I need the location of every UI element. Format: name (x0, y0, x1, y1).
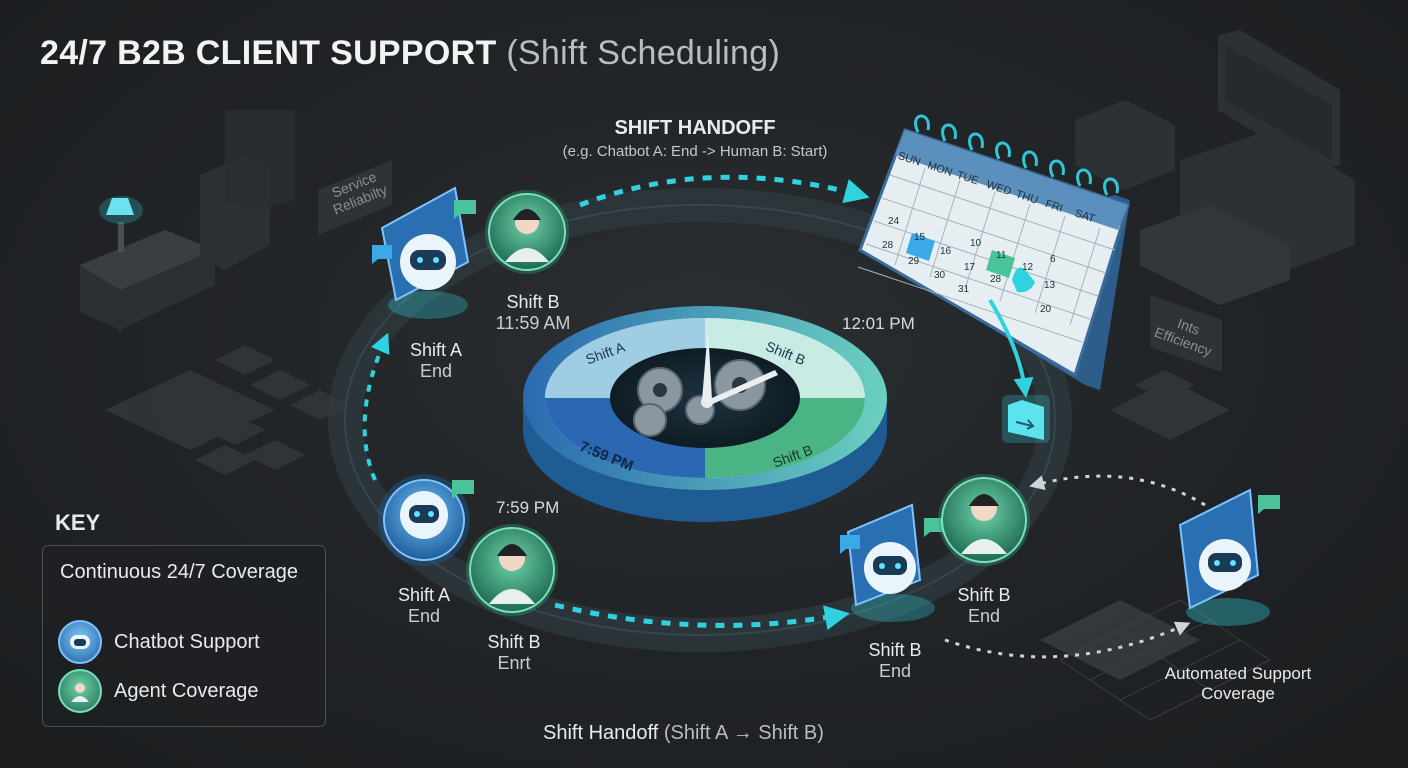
calendar-date-15: 15 (914, 232, 926, 243)
label-shift-a-bottom-line2: End (407, 606, 441, 626)
node-shift-a-bottom (378, 474, 474, 566)
label-shift-b-top-line1: Shift B (506, 292, 560, 312)
label-shift-b-bottom-line1: Shift B (487, 632, 541, 652)
calendar-date-24: 24 (888, 216, 900, 227)
calendar-date-10: 10 (970, 238, 982, 249)
label-shift-b-right-bot: Shift B End (855, 640, 935, 682)
calendar-date-13: 13 (1044, 280, 1056, 291)
key-coverage: Continuous 24/7 Coverage (60, 561, 298, 583)
arrow-bottom (554, 602, 850, 630)
handoff-title: SHIFT HANDOFF (614, 117, 776, 139)
key-title: KEY (55, 510, 101, 535)
label-shift-a-top-line1: Shift A (409, 340, 463, 360)
chatbot-icon (58, 620, 102, 664)
node-shift-b-top (485, 190, 569, 274)
handoff-header: SHIFT HANDOFF (e.g. Chatbot A: End -> Hu… (560, 117, 830, 160)
node-shift-b-bottom (466, 524, 558, 616)
label-shift-b-right-agent-line1: Shift B (957, 585, 1011, 605)
folder-icon (1002, 395, 1050, 443)
page-title-main: 24/7 B2B CLIENT SUPPORT (40, 34, 497, 72)
calendar-date-6: 6 (1050, 254, 1056, 265)
arrow-auto-up (1029, 474, 1206, 507)
arrow-left-up (362, 332, 390, 481)
floor-tiles-right (1040, 370, 1230, 680)
label-shift-a-top-line2: End (419, 361, 453, 381)
label-shift-b-right-bot-line1: Shift B (868, 640, 922, 660)
calendar-date-12: 12 (1022, 262, 1034, 273)
agent-icon (58, 669, 102, 713)
calendar-date-30: 30 (934, 270, 946, 281)
bottom-caption: Shift Handoff (Shift A → Shift B) (543, 722, 824, 745)
time-noon: 12:01 PM (842, 314, 915, 333)
calendar-date-11: 11 (996, 250, 1007, 261)
sign-left-panel (318, 160, 392, 235)
left-furniture (80, 110, 295, 330)
calendar-date-29: 29 (908, 256, 920, 267)
label-shift-b-top-time: 11:59 AM (495, 313, 571, 333)
floor-grid-right (1059, 599, 1271, 721)
label-shift-b-top: Shift B 11:59 AM (488, 292, 578, 334)
floor-tiles-left (105, 345, 350, 475)
label-shift-b-right-agent-line2: End (967, 606, 1001, 626)
label-shift-a-bottom: Shift A End (384, 585, 464, 627)
key-item-agent: Agent Coverage (58, 669, 259, 713)
key-chatbot-label: Chatbot Support (114, 630, 260, 653)
shift-clock (523, 306, 887, 522)
label-automated-line1: Automated Support (1164, 664, 1312, 683)
label-shift-a-top: Shift A End (395, 340, 477, 382)
key-agent-label: Agent Coverage (114, 679, 259, 702)
sign-right-panel (1150, 295, 1222, 372)
page-title-sub: (Shift Scheduling) (506, 34, 781, 72)
bottom-caption-main: Shift Handoff (543, 722, 659, 744)
key-item-chatbot: Chatbot Support (58, 620, 260, 664)
right-furniture (1075, 30, 1355, 305)
label-automated: Automated Support Coverage (1148, 664, 1328, 704)
node-shift-b-right-agent (938, 474, 1030, 566)
calendar-date-17: 17 (964, 262, 976, 273)
label-shift-b-bottom: Shift B Enrt (474, 632, 554, 674)
calendar-date-20: 20 (1040, 304, 1052, 315)
label-shift-b-right-agent: Shift B End (944, 585, 1024, 627)
node-shift-a-top (372, 186, 476, 319)
handoff-example: (e.g. Chatbot A: End -> Human B: Start) (562, 143, 828, 160)
label-shift-b-bottom-line2: Enrt (497, 653, 531, 673)
node-automated-support (1178, 488, 1280, 626)
label-automated-line2: Coverage (1201, 684, 1275, 703)
node-shift-b-right-bot (840, 503, 946, 622)
calendar-illustration (857, 114, 1130, 390)
calendar-date-31: 31 (958, 284, 970, 295)
arrow-auto-in (944, 621, 1191, 659)
time-evening: 7:59 PM (496, 498, 560, 517)
calendar-date-16: 16 (940, 246, 952, 257)
calendar-date-28a: 28 (882, 240, 894, 251)
page-title: 24/7 B2B CLIENT SUPPORT (Shift Schedulin… (40, 34, 780, 73)
bottom-caption-paren: (Shift A → Shift B) (663, 722, 824, 744)
label-shift-a-bottom-line1: Shift A (397, 585, 451, 605)
label-shift-b-right-bot-line2: End (878, 661, 912, 681)
arrow-calendar-folder (988, 298, 1034, 398)
calendar-date-28b: 28 (990, 274, 1002, 285)
